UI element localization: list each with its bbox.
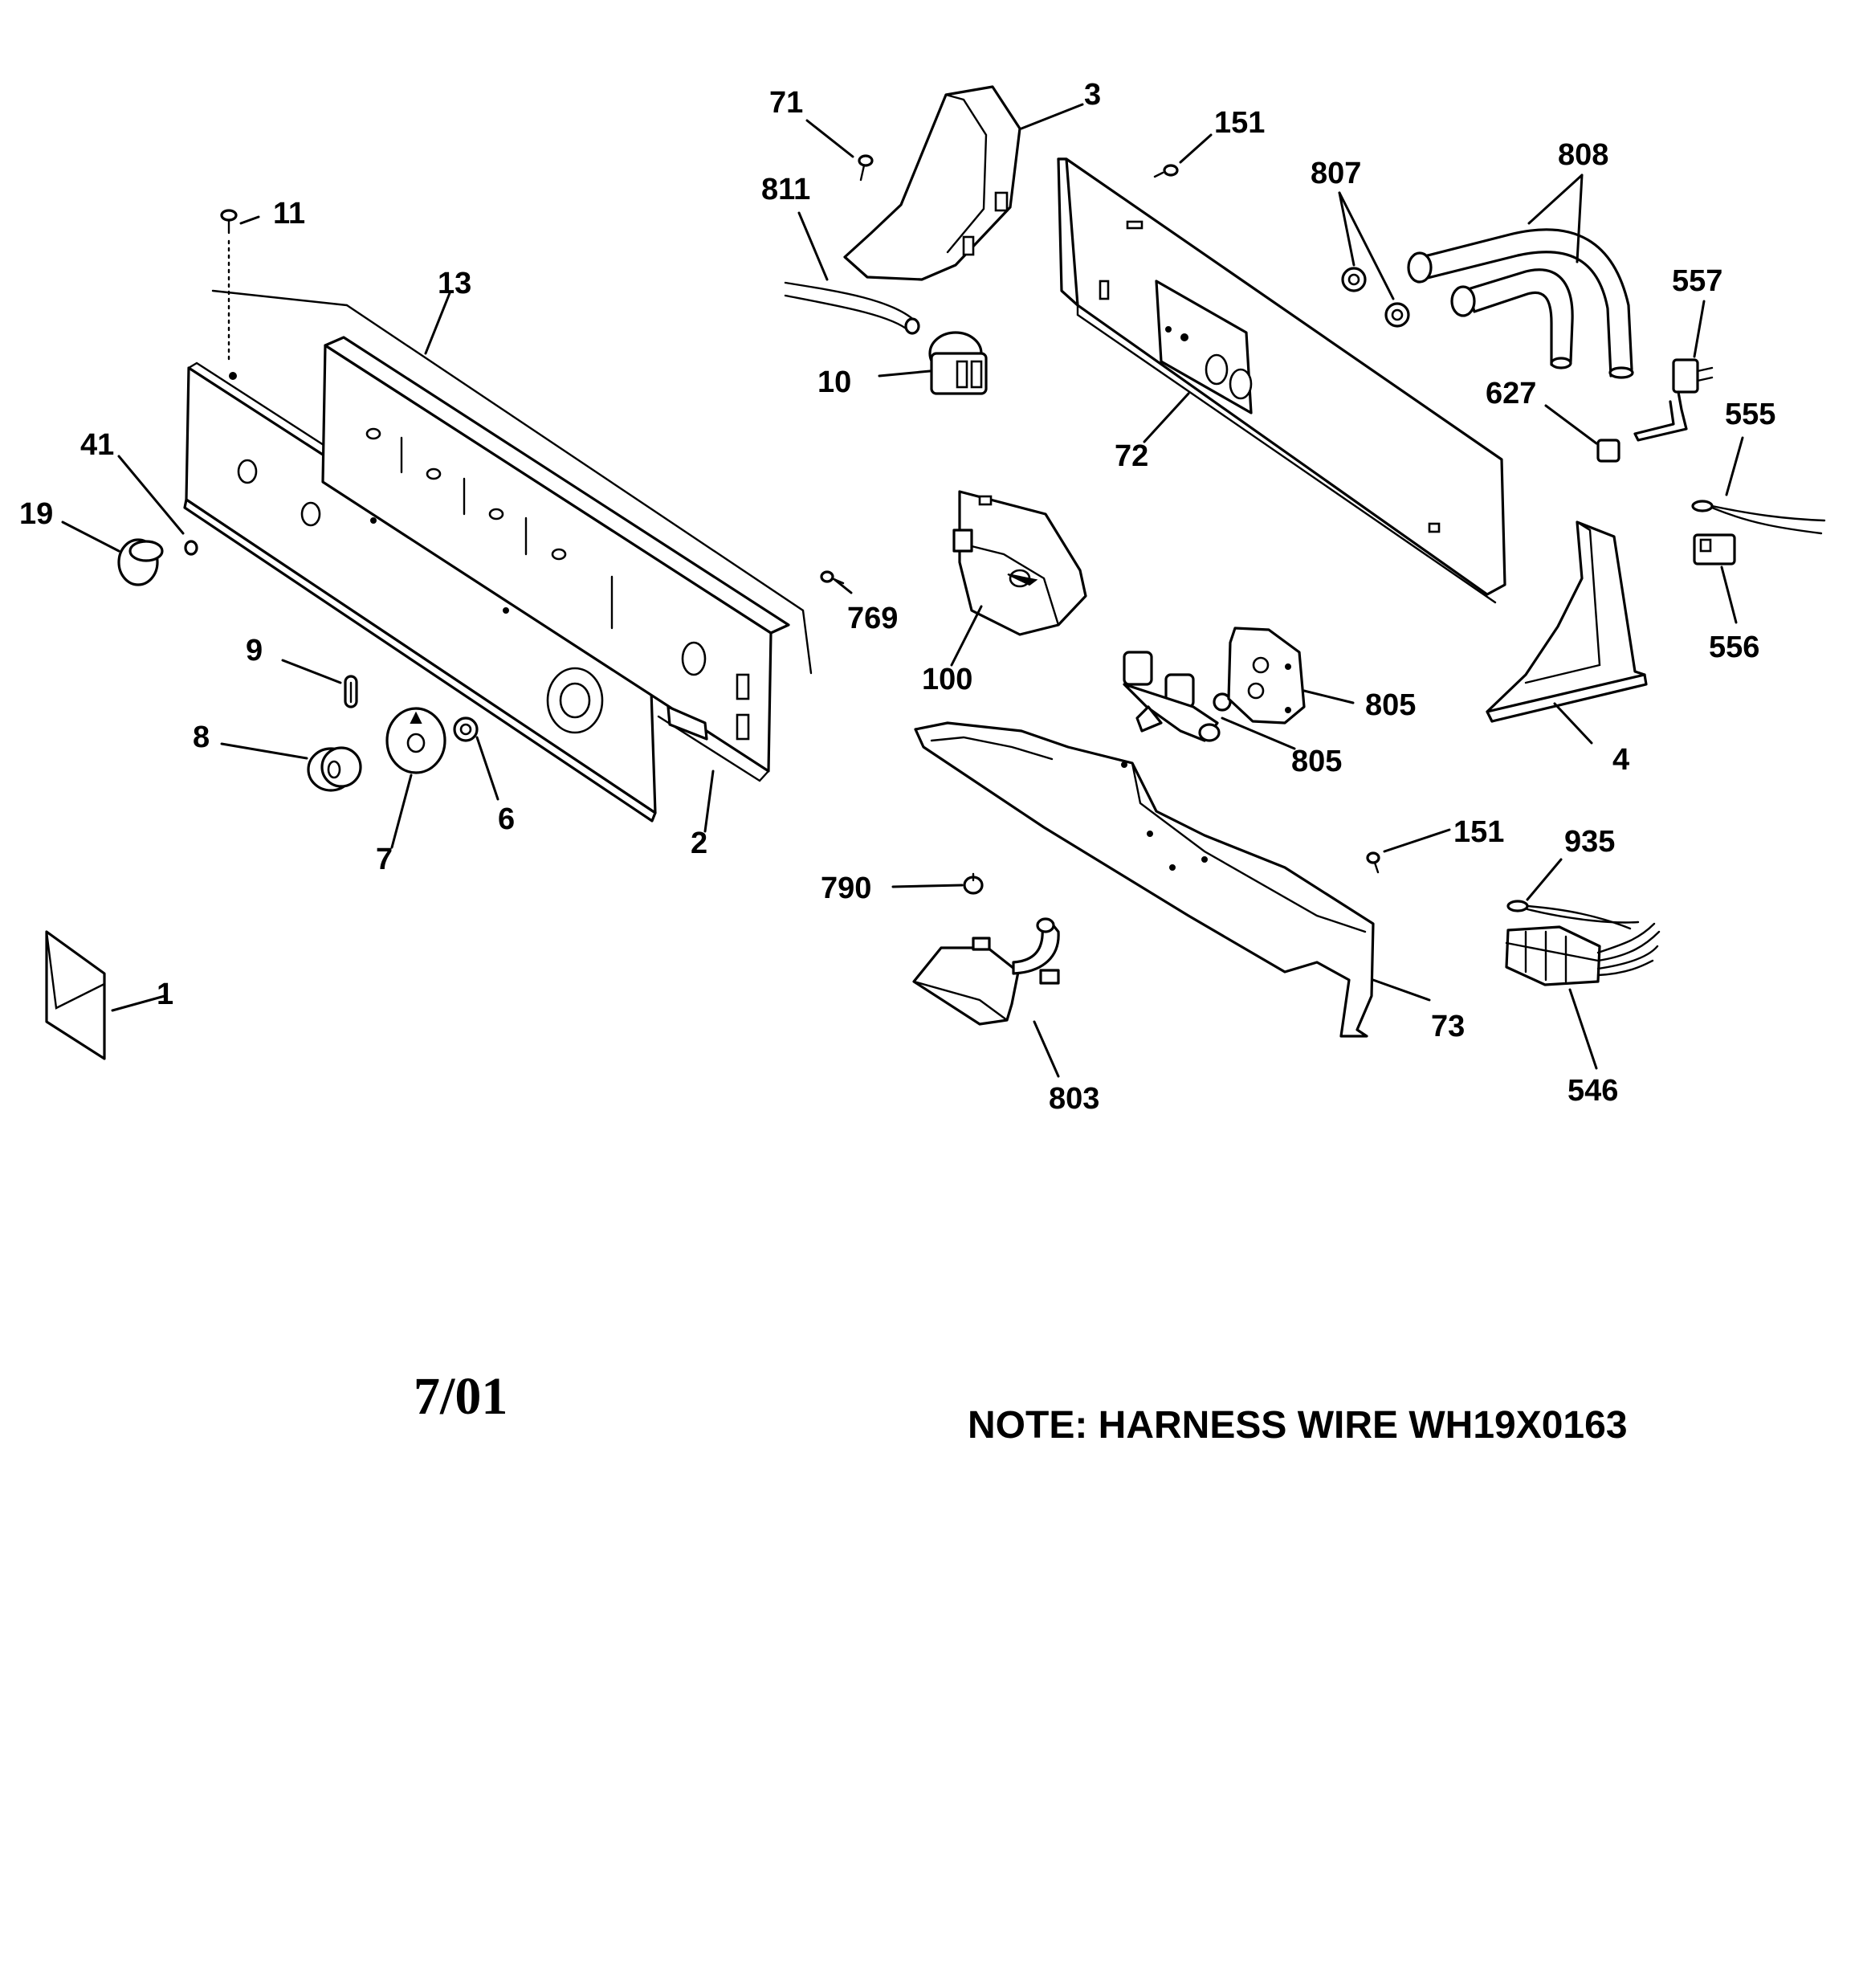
callout-4: 4 [1612, 743, 1629, 777]
part-19-knob [117, 538, 164, 586]
part-555-wire [1691, 500, 1826, 535]
callout-11: 11 [273, 197, 305, 231]
part-807-washers [1341, 267, 1410, 328]
part-769-screw [820, 570, 845, 585]
callout-73: 73 [1431, 1010, 1465, 1043]
callout-1: 1 [157, 978, 173, 1011]
part-3-side-bracket [843, 85, 1021, 281]
part-151-screw-lower [1366, 851, 1380, 874]
part-9-clip [344, 675, 358, 708]
part-1-manual [45, 930, 106, 1060]
callout-557: 557 [1672, 264, 1722, 298]
leader-lines [61, 103, 1744, 1078]
callout-555: 555 [1725, 398, 1775, 431]
callout-805-valve: 805 [1291, 745, 1342, 778]
callout-9: 9 [246, 634, 263, 667]
callout-151-lower: 151 [1453, 815, 1504, 849]
callout-7: 7 [376, 843, 393, 876]
part-7-dial [385, 707, 446, 774]
callout-100: 100 [922, 663, 972, 696]
part-805-cover [1227, 627, 1306, 725]
callout-808: 808 [1558, 138, 1608, 172]
callout-3: 3 [1084, 78, 1101, 112]
part-808-hoses [1407, 228, 1634, 379]
callout-790: 790 [821, 872, 871, 905]
callout-546: 546 [1567, 1074, 1618, 1108]
part-4-right-bracket [1486, 520, 1648, 723]
part-8-knob [307, 746, 362, 792]
part-803-dispenser [912, 917, 1060, 1026]
callout-805-cover: 805 [1365, 688, 1416, 722]
callout-19: 19 [19, 497, 53, 531]
part-627-clip [1596, 439, 1620, 463]
part-41-pin [184, 540, 198, 556]
callout-803: 803 [1049, 1082, 1099, 1116]
callout-labels: 71 3 151 807 808 811 11 13 557 10 627 72… [19, 78, 1775, 1116]
part-71-screw [858, 154, 874, 182]
part-790-clamp [963, 872, 984, 895]
callout-935: 935 [1564, 825, 1615, 859]
part-556-connector [1693, 533, 1736, 565]
callout-72: 72 [1115, 439, 1148, 473]
callout-2: 2 [691, 827, 707, 860]
callout-10: 10 [817, 365, 851, 399]
part-13-inner-bracket [211, 289, 813, 782]
callout-8: 8 [193, 720, 210, 754]
callout-151-top: 151 [1214, 106, 1265, 140]
part-2-control-panel [183, 361, 658, 823]
part-805-water-valve [1123, 651, 1232, 742]
revision-date: 7/01 [414, 1367, 508, 1426]
callout-41: 41 [80, 428, 114, 462]
part-811-tube [784, 281, 920, 335]
part-72-back-panel [1057, 157, 1506, 604]
part-73-lower-bracket [914, 721, 1375, 1038]
part-935-wire [1506, 900, 1640, 930]
harness-note: NOTE: HARNESS WIRE WH19X0163 [968, 1404, 1628, 1447]
callout-71: 71 [769, 86, 803, 120]
callout-807: 807 [1311, 157, 1361, 190]
part-557-cord [1633, 358, 1714, 442]
callout-13: 13 [438, 267, 471, 300]
callout-6: 6 [498, 802, 515, 836]
part-6-nut [453, 716, 479, 742]
part-151-screw-top [1153, 164, 1179, 178]
callout-811: 811 [761, 173, 810, 206]
callout-627: 627 [1486, 377, 1536, 410]
part-546-harness [1505, 922, 1661, 986]
part-100-timer [952, 490, 1087, 636]
part-10-switch [928, 331, 988, 395]
callout-769: 769 [847, 602, 898, 635]
part-11-screw [220, 209, 238, 365]
callout-556: 556 [1709, 631, 1759, 664]
